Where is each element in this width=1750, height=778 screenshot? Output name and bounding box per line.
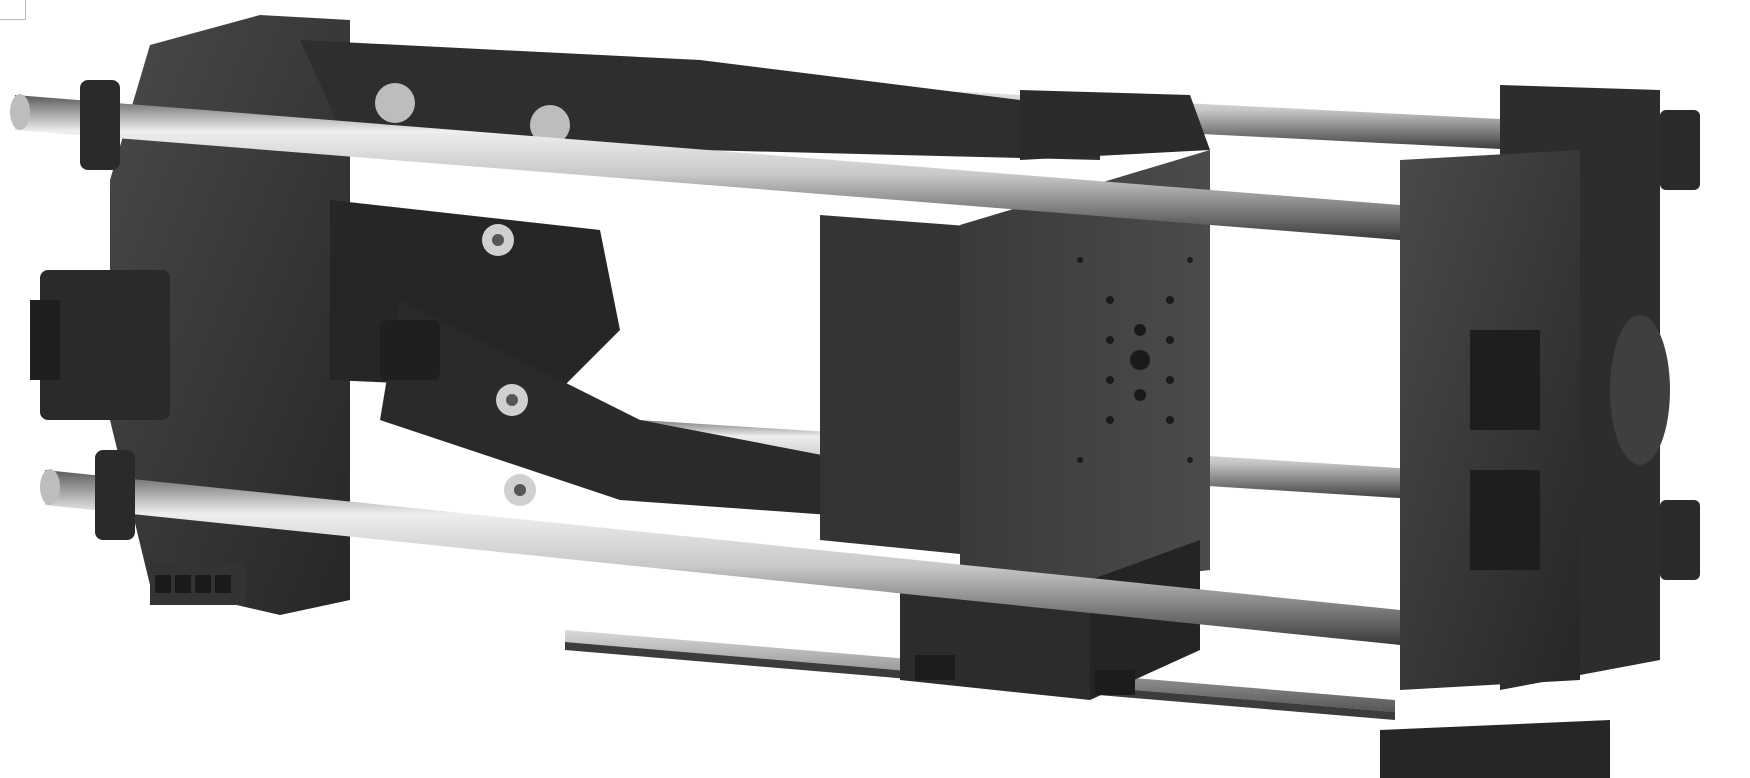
toggle-link-mechanism (300, 40, 1100, 520)
tie-bar-nuts (80, 80, 1700, 580)
rear-platen (30, 15, 350, 615)
upper-front-tie-bar (10, 94, 1400, 240)
lower-front-tie-bar (40, 469, 1400, 645)
platen-bolt-holes (1077, 257, 1193, 463)
moving-platen (820, 90, 1210, 700)
stationary-platen (1380, 85, 1670, 778)
corner-crop-mark (0, 0, 26, 20)
